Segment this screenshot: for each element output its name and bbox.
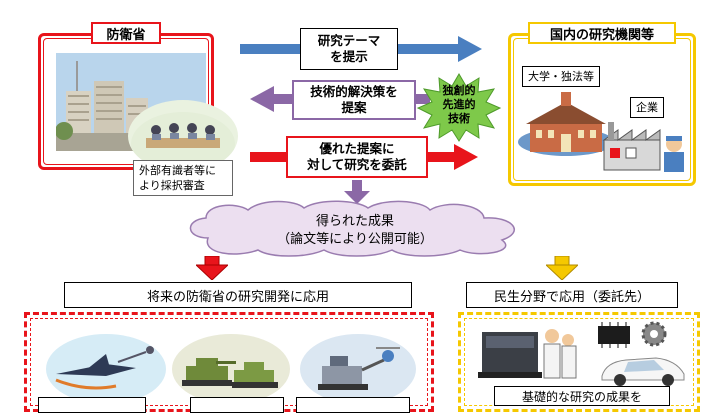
- original-tech-starburst: [416, 73, 502, 142]
- results-line1: 得られた成果: [315, 214, 394, 229]
- results-line2: （論文等により公開可能）: [277, 232, 433, 247]
- lab-equipment-illustration: [478, 322, 578, 388]
- defense-caption-1: [38, 397, 146, 413]
- chip-illustration: [590, 318, 638, 352]
- present-theme-label: 研究テーマ を提示: [300, 28, 398, 70]
- factory-illustration: [600, 118, 690, 174]
- institutions-title: 国内の研究機関等: [528, 22, 676, 44]
- company-label: 企業: [630, 97, 664, 118]
- university-label: 大学・独法等: [522, 66, 600, 87]
- results-cloud: [189, 200, 515, 257]
- aircraft-illustration: [46, 334, 166, 404]
- robot-illustration: [300, 334, 416, 404]
- civil-caption: 基礎的な研究の成果を: [494, 386, 670, 406]
- propose-solution-label: 技術的解決策を 提案: [292, 80, 416, 120]
- defense-application-banner: 将来の防衛省の研究開発に応用: [64, 282, 412, 308]
- car-illustration: [596, 348, 690, 388]
- civil-down-arrow: [546, 256, 578, 280]
- defense-caption-3: [296, 397, 410, 413]
- reviewer-note: 外部有識者等に より採択審査: [133, 160, 233, 196]
- mod-title: 防衛省: [91, 22, 161, 44]
- defense-caption-2: [190, 397, 284, 413]
- starburst-text: 独創的 先進的 技術: [442, 84, 476, 125]
- university-illustration: [516, 86, 616, 166]
- commission-label: 優れた提案に 対して研究を委託: [286, 136, 428, 178]
- civil-application-banner: 民生分野で応用（委託先）: [466, 282, 678, 308]
- defense-down-arrow: [196, 256, 228, 280]
- results-down-arrow: [344, 180, 370, 204]
- tank-illustration: [172, 334, 290, 404]
- gear-icon: [640, 320, 668, 348]
